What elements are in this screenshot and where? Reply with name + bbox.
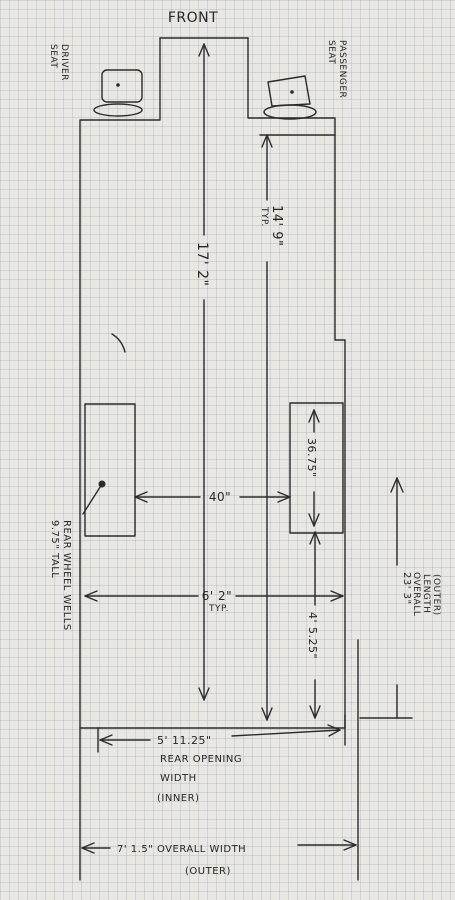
van-outline bbox=[79, 37, 359, 881]
rear-wheel-wells-label: REAR WHEEL WELLS 9.75" TALL bbox=[49, 520, 72, 631]
dim-total-length-arrow-bottom bbox=[198, 687, 210, 701]
passenger-seat-back bbox=[267, 75, 311, 107]
right-wheel-well bbox=[289, 402, 344, 534]
dim-ro-arrow-right bbox=[327, 724, 341, 737]
dim-ol-line3: LENGTH bbox=[421, 574, 431, 613]
dim-overall-width bbox=[81, 839, 357, 854]
passenger-seat-cushion bbox=[263, 104, 317, 120]
dim-front-to-well bbox=[259, 134, 336, 721]
overall-width-value: 7' 1.5" OVERALL WIDTH bbox=[117, 844, 246, 855]
dim-front-to-well-label: 14' 9" TYP. bbox=[259, 205, 284, 247]
dim-ro-line-right bbox=[231, 729, 341, 737]
dim-well-to-rear-label: 4' 5.25" bbox=[306, 612, 319, 659]
passenger-seat-label-line2: SEAT bbox=[326, 40, 336, 64]
dim-ftw-arrow-bottom bbox=[261, 707, 273, 721]
dim-wheelwell-width-note: TYP. bbox=[208, 604, 229, 614]
dim-ol-line2: OVERALL bbox=[411, 572, 421, 616]
dim-ow-arrow-right bbox=[343, 839, 357, 851]
dim-wl-arrow-bottom bbox=[308, 513, 320, 527]
dim-wl-arrow-top bbox=[308, 409, 320, 423]
van-right-wall bbox=[247, 37, 346, 729]
dim-ww-arrow-left bbox=[84, 590, 98, 602]
driver-seat bbox=[93, 69, 143, 117]
dim-ftw-note: TYP. bbox=[259, 206, 269, 227]
dim-ro-arrow-left bbox=[99, 734, 113, 746]
driver-seat-back bbox=[101, 69, 143, 103]
dim-wtr-value: 4' 5.25" bbox=[306, 612, 319, 659]
dim-rear-opening bbox=[97, 724, 341, 753]
driver-seat-label-line1: DRIVER bbox=[59, 44, 69, 81]
dim-wtr-arrow-top bbox=[309, 531, 321, 545]
dim-total-length-label: 17' 2" bbox=[194, 242, 210, 286]
dim-well-length-label: 36.75" bbox=[305, 438, 318, 478]
rear-opening-line3: WIDTH bbox=[160, 773, 197, 784]
driver-seat-dot bbox=[116, 83, 120, 87]
dim-wl-value: 36.75" bbox=[305, 438, 318, 478]
dim-between-wells-label: 40" bbox=[209, 490, 231, 504]
left-wheel-well bbox=[84, 403, 136, 537]
dim-overall-length bbox=[359, 477, 413, 719]
front-label: FRONT bbox=[168, 10, 218, 26]
driver-seat-label: DRIVER SEAT bbox=[48, 44, 69, 81]
dim-total-length-arrow-top bbox=[198, 43, 210, 57]
rear-opening-value: 5' 11.25" bbox=[157, 734, 212, 747]
overall-width-note: (OUTER) bbox=[185, 866, 231, 877]
driver-seat-cushion bbox=[93, 103, 143, 117]
passenger-seat-label: PASSENGER SEAT bbox=[326, 40, 347, 98]
dim-well-to-rear bbox=[309, 531, 321, 719]
dim-ol-line1: 23' 3" bbox=[401, 572, 412, 605]
wheel-well-leader-line bbox=[82, 483, 103, 515]
dim-ow-arrow-left bbox=[81, 842, 95, 854]
dim-ol-arrow-top bbox=[390, 477, 404, 493]
dim-wheelwell-width bbox=[84, 590, 344, 602]
van-left-wall bbox=[79, 37, 161, 729]
dim-ww-arrow-right bbox=[330, 590, 344, 602]
dim-bw-arrow-right bbox=[277, 491, 291, 503]
dim-wtr-arrow-bottom bbox=[309, 705, 321, 719]
dim-between-wells bbox=[134, 491, 291, 503]
dim-well-length bbox=[308, 409, 320, 527]
dim-ftw-value: 14' 9" bbox=[269, 205, 284, 247]
passenger-seat bbox=[263, 75, 317, 120]
stray-mark bbox=[111, 333, 126, 353]
dim-bw-arrow-left bbox=[134, 491, 148, 503]
dim-wheelwell-width-value: 6' 2" bbox=[202, 589, 232, 603]
rear-wheel-wells-line2: 9.75" TALL bbox=[49, 520, 60, 578]
driver-seat-label-line2: SEAT bbox=[48, 44, 58, 68]
passenger-seat-dot bbox=[290, 90, 294, 94]
rear-opening-line2: REAR OPENING bbox=[160, 754, 242, 765]
rear-opening-line4: (INNER) bbox=[157, 793, 199, 804]
rear-wheel-wells-line1: REAR WHEEL WELLS bbox=[61, 520, 72, 631]
dim-total-length-value: 17' 2" bbox=[194, 242, 210, 286]
dim-ol-line4: (OUTER) bbox=[431, 574, 441, 616]
passenger-seat-label-line1: PASSENGER bbox=[337, 40, 347, 98]
dim-overall-length-label: 23' 3" OVERALL LENGTH (OUTER) bbox=[401, 572, 441, 616]
dim-total-length bbox=[198, 43, 210, 701]
